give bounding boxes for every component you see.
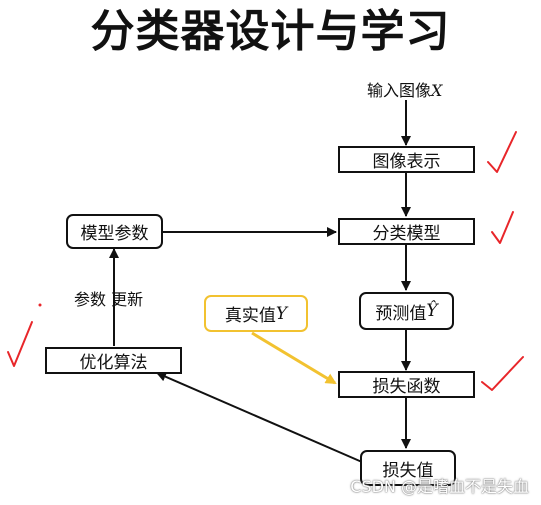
input-image-label: 输入图像X	[367, 77, 442, 101]
check-mark-model	[491, 211, 514, 244]
node-loss-function-label: 损失函数	[372, 377, 441, 397]
page-title: 分类器设计与学习	[90, 6, 451, 57]
node-optimization-algorithm: 优化算法	[45, 347, 182, 374]
input-variable: X	[431, 81, 443, 100]
check-mark-loss-fn	[481, 356, 524, 391]
predicted-variable: Ŷ	[426, 301, 438, 321]
edge-label-update-params: 参数 更新	[74, 290, 144, 309]
node-classification-model-label: 分类模型	[372, 224, 441, 244]
red-dot-mark	[38, 303, 42, 307]
node-model-parameters: 模型参数	[66, 214, 163, 249]
check-mark-image-repr	[487, 131, 517, 173]
check-mark-optimizer	[7, 321, 33, 367]
node-loss-value: 损失值	[360, 450, 456, 486]
node-optimization-algorithm-label: 优化算法	[79, 353, 148, 373]
node-image-representation: 图像表示	[338, 146, 475, 173]
true-variable: Y	[275, 303, 288, 324]
edge-true-value-to-loss-fn	[251, 331, 337, 385]
node-model-parameters-label: 模型参数	[80, 224, 149, 244]
node-image-representation-label: 图像表示	[372, 152, 441, 172]
edge-loss-value-to-optimizer	[156, 371, 363, 463]
input-image-text: 输入图像	[367, 81, 432, 100]
node-loss-function: 损失函数	[338, 371, 475, 398]
node-predicted-value-label: 预测值	[375, 303, 427, 324]
node-classification-model: 分类模型	[338, 218, 475, 245]
node-loss-value-label: 损失值	[382, 460, 434, 481]
watermark: CSDN @是嗜血不是失血	[350, 477, 529, 496]
node-true-value-label: 真实值	[224, 306, 276, 326]
